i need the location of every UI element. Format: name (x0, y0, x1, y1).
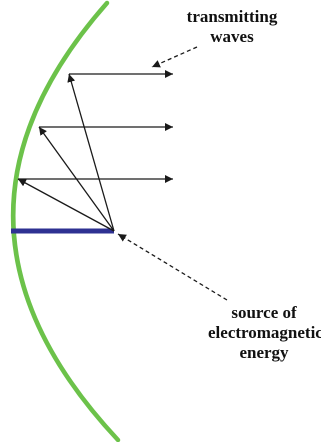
source-leader (117, 233, 228, 301)
reflector-dish-curve (11, 0, 121, 442)
energy-source-label: source of electromagnetic energy (208, 303, 321, 363)
incident-ray-bottom (17, 178, 115, 232)
transmitting-waves-leader (151, 46, 198, 68)
transmitting-waves-label-line-1: transmitting (186, 7, 278, 26)
transmitting-waves-label-line-2: waves (210, 27, 254, 46)
incident-ray-top (67, 73, 115, 232)
energy-source-label-line-1: source of (231, 303, 297, 322)
energy-source-label-line-2: electromagnetic (208, 323, 321, 342)
transmitting-waves-label: transmitting waves (172, 7, 292, 47)
energy-source-label-line-3: energy (239, 343, 289, 362)
